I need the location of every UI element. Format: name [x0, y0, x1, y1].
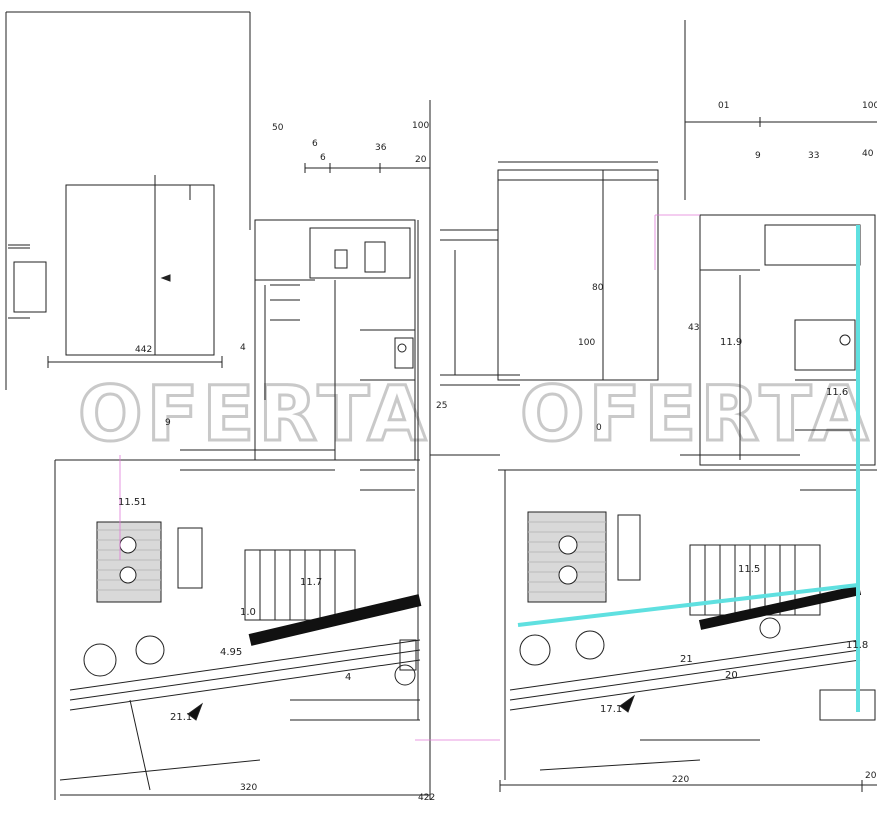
- area-left-bath: 4.95: [220, 647, 242, 658]
- left-middle-rooms: [180, 219, 416, 491]
- area-right-room-c: 11.5: [738, 564, 760, 575]
- left-window: [8, 244, 47, 319]
- watermark-left: OFERTA: [78, 369, 430, 458]
- area-right-room-d: 11.8: [846, 640, 868, 651]
- dim-right-mid-h: 80: [592, 283, 604, 293]
- area-right-hall: 17.1: [600, 704, 622, 715]
- right-rooms: [680, 214, 876, 491]
- left-lower-rooms: [59, 521, 422, 791]
- dimension-labels: 50 100 6 6 36 20 442 4 9 25 320 422 01 1…: [135, 101, 877, 803]
- dim-right-mid-v: 100: [578, 338, 595, 348]
- area-right-small: 21: [680, 654, 693, 665]
- highlight-outline: [517, 225, 860, 712]
- dim-top-left-1: 50: [272, 123, 284, 133]
- dim-left-side: 4: [240, 343, 246, 353]
- dim-right-sub-2: 33: [808, 151, 819, 161]
- dim-bottom-right-width: 220: [672, 775, 689, 785]
- area-left-room-a: 11.51: [118, 497, 147, 508]
- area-left-room-b: 11.7: [300, 577, 322, 588]
- magenta-guides: [119, 214, 700, 741]
- dim-bottom-right-end: 20: [865, 771, 877, 781]
- dim-right-top-1: 01: [718, 101, 729, 111]
- dim-left-mid: 9: [165, 418, 171, 428]
- dim-top-mid-2: 6: [320, 153, 326, 163]
- area-labels: 11.51 11.7 4.95 1.0 4 21.1 11.9 11.6 11.…: [118, 337, 868, 723]
- dim-bottom-left: 320: [240, 783, 257, 793]
- dim-top-mid-4: 20: [415, 155, 427, 165]
- left-outer-walls: [5, 11, 431, 800]
- left-terrace: [47, 175, 223, 368]
- dim-right-sub-3: 40: [862, 149, 874, 159]
- area-right-room-a: 11.9: [720, 337, 742, 348]
- dim-top-mid-3: 36: [375, 143, 387, 153]
- right-outer-walls: [498, 20, 877, 792]
- central-block: [430, 161, 659, 456]
- dim-right-side: 43: [688, 323, 699, 333]
- dim-right-top-2: 100: [862, 101, 877, 111]
- top-mid-dimension: [304, 163, 431, 173]
- dim-right-zero: 0: [596, 423, 602, 433]
- watermark-right: OFERTA: [520, 369, 872, 458]
- area-right-kitchen: 20: [725, 670, 738, 681]
- area-right-room-b: 11.6: [826, 387, 848, 398]
- area-left-hall: 21.1: [170, 712, 192, 723]
- dim-left-width: 442: [135, 345, 152, 355]
- dim-mid-vert: 25: [436, 401, 447, 411]
- dim-top-left-2: 100: [412, 121, 429, 131]
- area-left-small: 4: [345, 672, 351, 683]
- right-lower-rooms: [509, 511, 876, 771]
- dim-right-sub-1: 9: [755, 151, 761, 161]
- area-left-stair: 1.0: [240, 607, 256, 618]
- dim-bottom-right-left: 422: [418, 793, 435, 803]
- dim-top-mid-1: 6: [312, 139, 318, 149]
